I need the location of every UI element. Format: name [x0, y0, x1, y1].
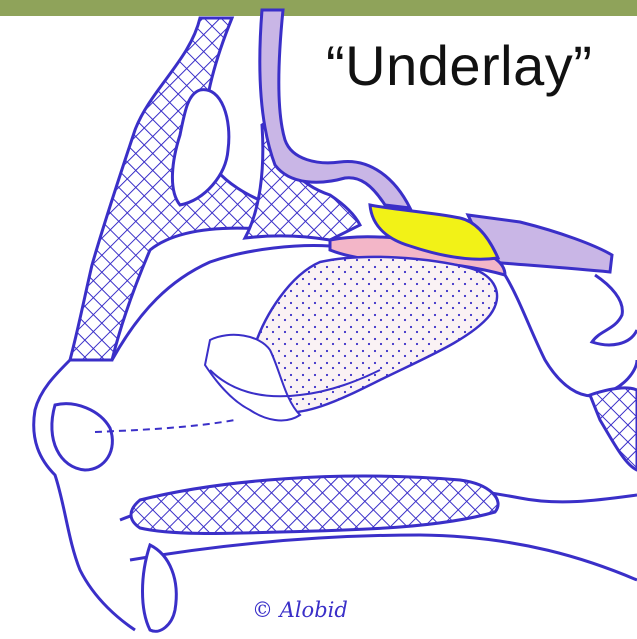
posterior-wall	[505, 275, 637, 396]
palate-lower	[130, 535, 637, 580]
palate-hatch	[131, 476, 498, 533]
author-credit: © Alobid	[252, 598, 348, 622]
slide-title: “Underlay”	[326, 38, 592, 94]
tooth	[143, 545, 177, 631]
dashed-line	[95, 420, 235, 432]
sphenoid-notch	[592, 275, 637, 345]
nostril	[52, 404, 113, 470]
nose-profile	[34, 360, 135, 630]
dotted-mass	[250, 257, 497, 413]
posterior-hatch	[590, 388, 637, 470]
